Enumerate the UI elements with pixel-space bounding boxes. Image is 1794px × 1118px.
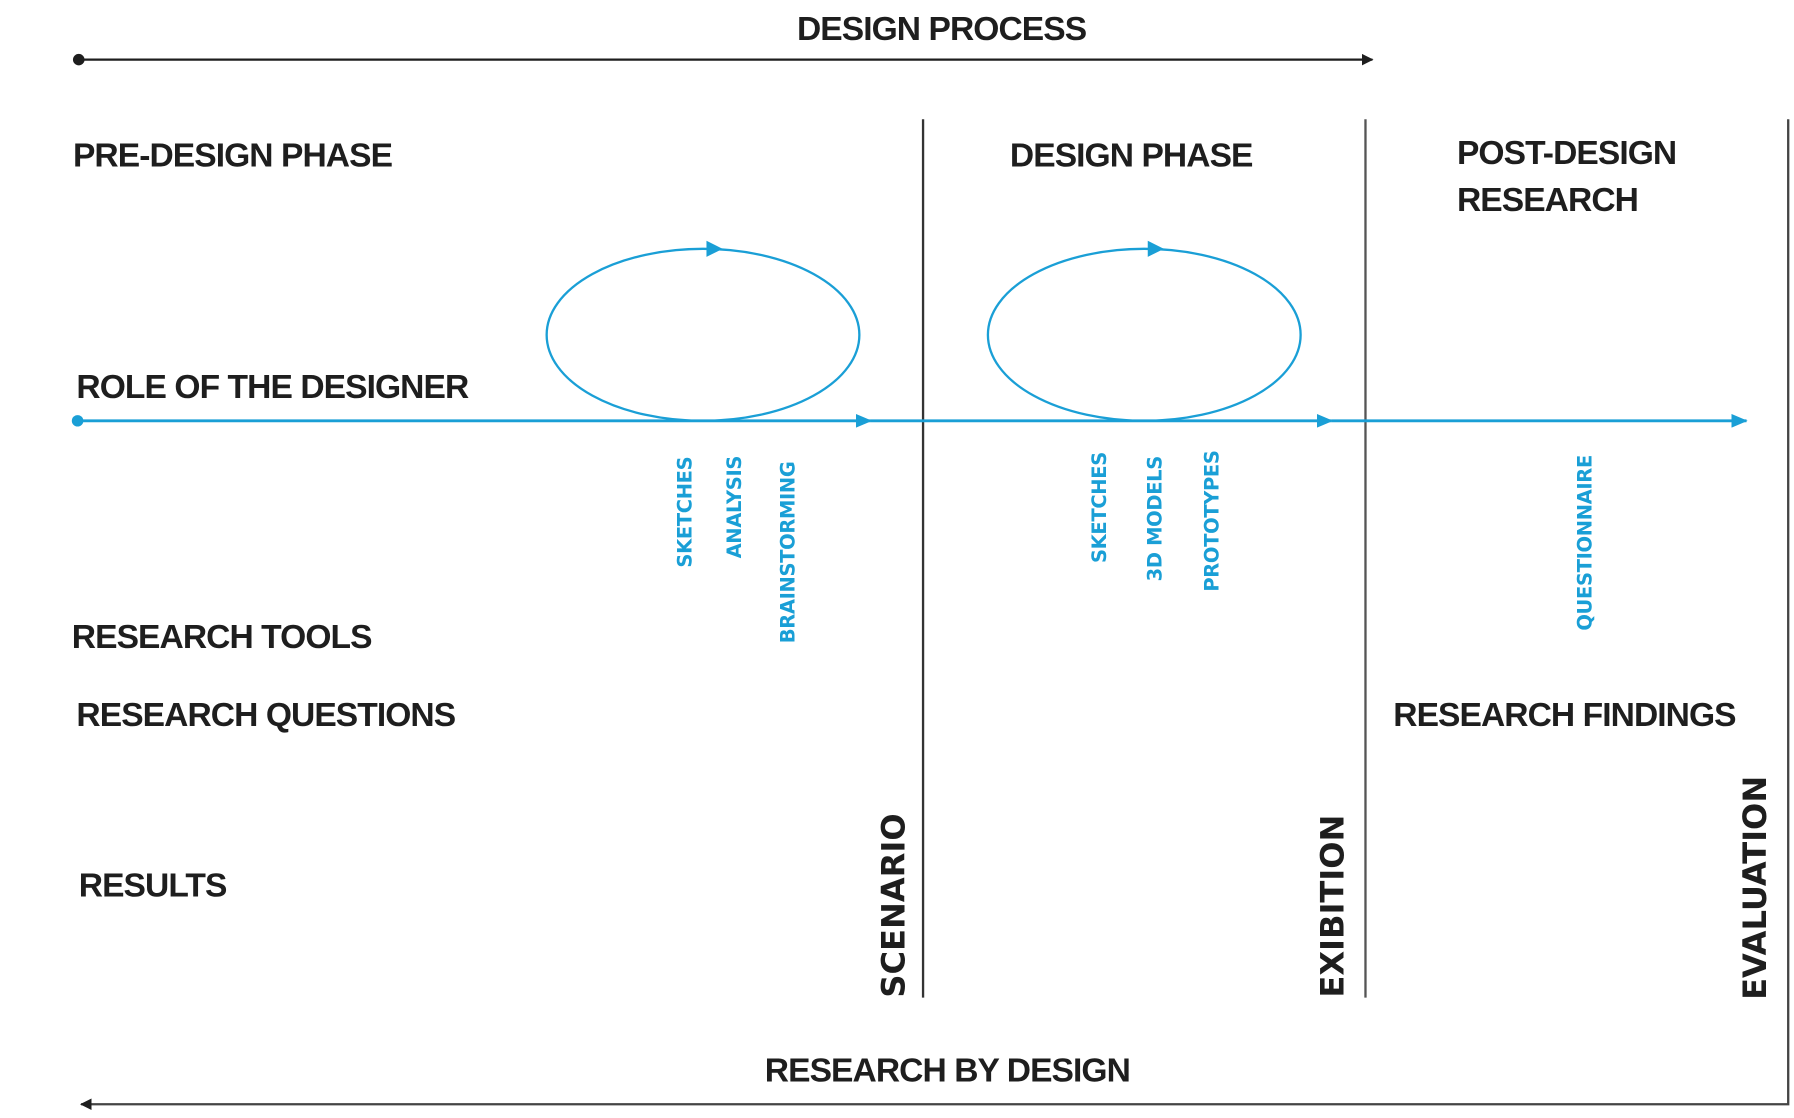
phase-post-design-line2: RESEARCH <box>1457 182 1638 219</box>
result-exibition: EXIBITION <box>1313 815 1351 998</box>
loop-arrow-icon <box>1147 240 1164 257</box>
tool-brainstorming: BRAINSTORMING <box>776 461 799 643</box>
tool-sketches: SKETCHES <box>673 457 696 568</box>
phase-pre-design: PRE-DESIGN PHASE <box>73 137 392 174</box>
phase-design: DESIGN PHASE <box>1010 137 1253 174</box>
tool-questionnaire: QUESTIONNAIRE <box>1573 455 1596 631</box>
row-research-findings: RESEARCH FINDINGS <box>1393 697 1735 734</box>
result-scenario: SCENARIO <box>874 813 912 997</box>
tool-prototypes: PROTOTYPES <box>1200 450 1223 591</box>
row-role-of-designer: ROLE OF THE DESIGNER <box>76 369 469 406</box>
tool-analysis: ANALYSIS <box>723 456 746 559</box>
row-research-tools: RESEARCH TOOLS <box>72 619 372 656</box>
loop-arrow-icon <box>706 240 723 257</box>
tool-3d-models: 3D MODELS <box>1144 456 1167 581</box>
tool-sketches: SKETCHES <box>1088 452 1111 563</box>
row-results: RESULTS <box>79 868 227 905</box>
result-evaluation: EVALUATION <box>1736 776 1774 1000</box>
research-by-design-arrow <box>79 119 1790 1110</box>
row-research-questions: RESEARCH QUESTIONS <box>76 697 455 734</box>
iteration-loop <box>986 247 1302 422</box>
phase-post-design: POST-DESIGN <box>1457 135 1676 172</box>
diagram-footer: RESEARCH BY DESIGN <box>765 1052 1130 1089</box>
iteration-loop <box>545 247 861 422</box>
diagram-title: DESIGN PROCESS <box>797 11 1086 48</box>
